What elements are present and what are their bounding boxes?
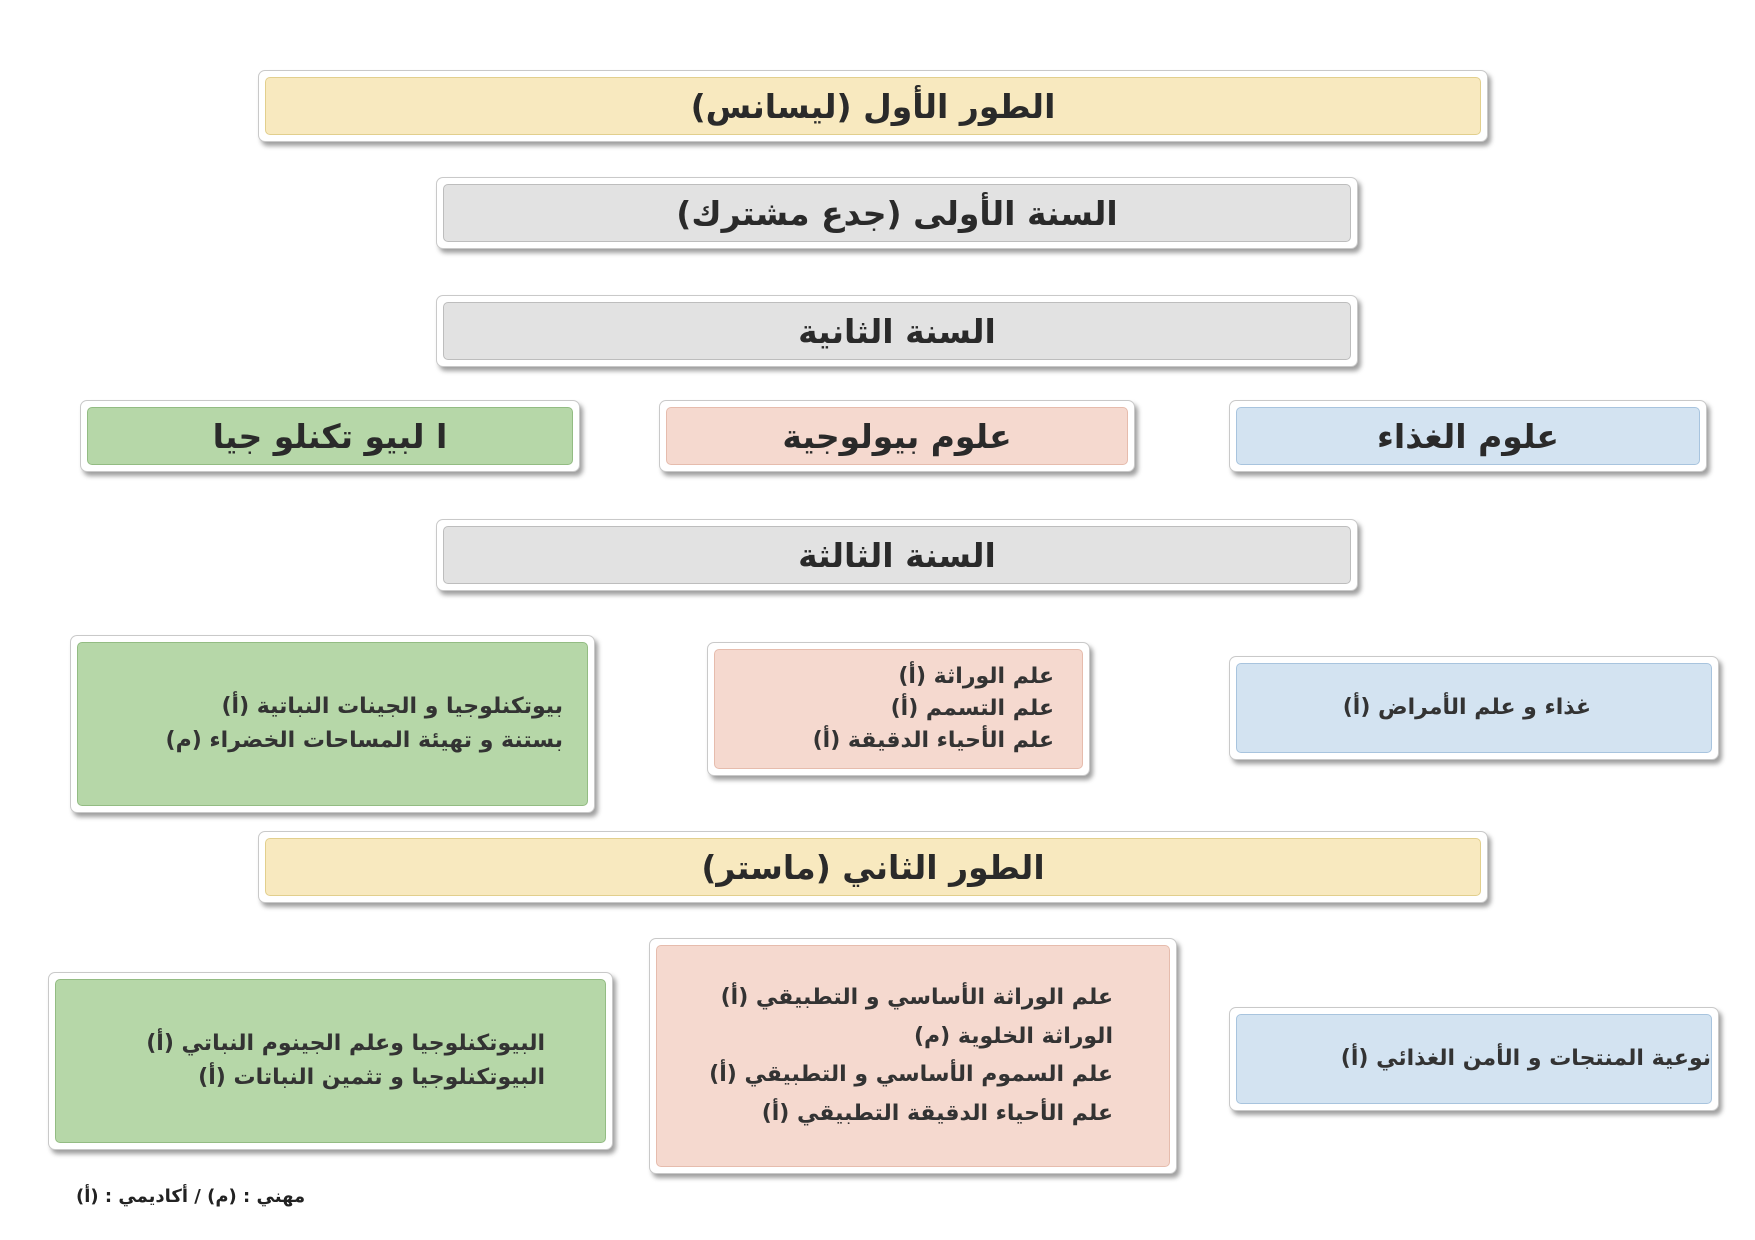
year2-box: السنة الثانية	[436, 295, 1358, 367]
cycle2-biology-item: علم الأحياء الدقيقة التطبيقي (أ)	[761, 1100, 1113, 1126]
year3-biology-item: علم التسمم (أ)	[890, 696, 1054, 722]
track-biology-box: علوم بيولوجية	[659, 400, 1135, 472]
cycle2-biotech-item: البيوتكنلوجيا وعلم الجينوم النباتي (أ)	[146, 1030, 545, 1056]
cycle2-box: الطور الثاني (ماستر)	[258, 831, 1488, 903]
cycle2-food-item: نوعية المنتجات و الأمن الغذائي (أ)	[1340, 1045, 1711, 1071]
year2-title: السنة الثانية	[798, 311, 996, 351]
track-biology-title: علوم بيولوجية	[782, 416, 1012, 456]
cycle2-title: الطور الثاني (ماستر)	[701, 847, 1045, 887]
track-food-box: علوم الغذاء	[1229, 400, 1707, 472]
cycle2-biology-item: الوراثة الخلوية (م)	[914, 1023, 1113, 1049]
legend: مهني : (م) / أكاديمي : (أ)	[76, 1186, 306, 1207]
year3-box: السنة الثالثة	[436, 519, 1358, 591]
track-biotech-title: ا لبيو تكنلو جيا	[212, 416, 448, 456]
year1-box: السنة الأولى (جدع مشترك)	[436, 177, 1358, 249]
year3-biology-box: علم الوراثة (أ) علم التسمم (أ) علم الأحي…	[707, 642, 1090, 776]
year3-food-item: غذاء و علم الأمراض (أ)	[1342, 694, 1591, 720]
cycle2-biology-item: علم السموم الأساسي و التطبيقي (أ)	[709, 1062, 1113, 1087]
cycle2-biology-item: علم الوراثة الأساسي و التطبيقي (أ)	[720, 985, 1113, 1010]
year3-biotech-item: بستنة و تهيئة المساحات الخضراء (م)	[165, 728, 563, 753]
year3-food-box: غذاء و علم الأمراض (أ)	[1229, 656, 1719, 760]
cycle2-biology-box: علم الوراثة الأساسي و التطبيقي (أ) الورا…	[649, 938, 1177, 1174]
year3-title: السنة الثالثة	[798, 535, 996, 575]
cycle1-title: الطور الأول (ليسانس)	[690, 86, 1056, 126]
cycle2-food-box: نوعية المنتجات و الأمن الغذائي (أ)	[1229, 1007, 1719, 1111]
year3-biotech-item: بيوتكنلوجيا و الجينات النباتية (أ)	[221, 693, 563, 719]
cycle2-biotech-item: البيوتكنلوجيا و تثمين النباتات (أ)	[198, 1065, 545, 1090]
year3-biology-item: علم الوراثة (أ)	[898, 664, 1054, 690]
year1-title: السنة الأولى (جدع مشترك)	[676, 193, 1118, 233]
cycle2-biotech-box: البيوتكنلوجيا وعلم الجينوم النباتي (أ) ا…	[48, 972, 613, 1150]
track-food-title: علوم الغذاء	[1377, 416, 1559, 456]
year3-biotech-box: بيوتكنلوجيا و الجينات النباتية (أ) بستنة…	[70, 635, 595, 813]
track-biotech-box: ا لبيو تكنلو جيا	[80, 400, 580, 472]
cycle1-box: الطور الأول (ليسانس)	[258, 70, 1488, 142]
year3-biology-item: علم الأحياء الدقيقة (أ)	[812, 727, 1054, 753]
